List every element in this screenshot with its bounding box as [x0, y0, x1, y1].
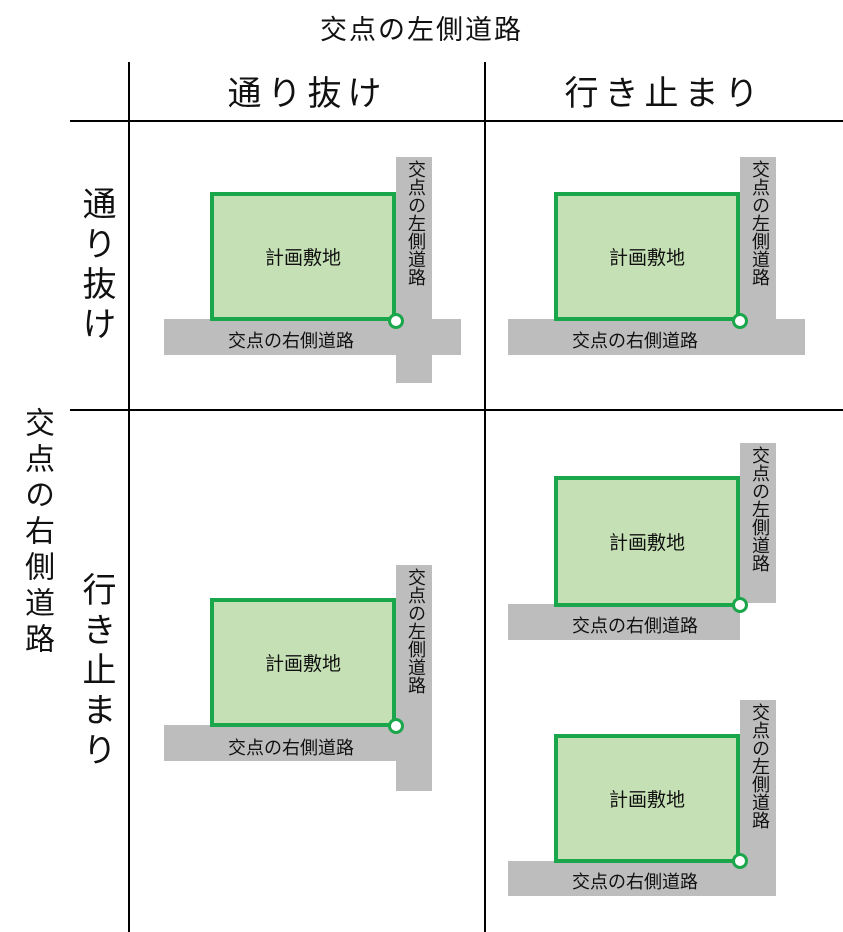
right-road: [508, 604, 740, 640]
intersection-node: [388, 718, 404, 734]
site-label: 計画敷地: [608, 532, 685, 554]
right-road: [508, 319, 805, 355]
site-label: 計画敷地: [264, 653, 341, 675]
right-road-label: 交点の右側道路: [228, 331, 354, 352]
left-road: [740, 443, 776, 603]
intersection-node: [388, 313, 404, 329]
intersection-node: [732, 853, 748, 869]
grid-line-horizontal-top: [70, 120, 843, 122]
column-header-dead-end: 行き止まり: [564, 74, 765, 114]
intersection-node: [732, 597, 748, 613]
planned-site: 計画敷地: [554, 476, 740, 607]
grid-line-horizontal-middle: [70, 409, 843, 411]
left-road-label: 交点の左側道路: [749, 703, 770, 829]
left-road-label: 交点の左側道路: [749, 446, 770, 572]
right-road: [164, 319, 461, 355]
right-road: [164, 725, 432, 761]
intersection-node: [732, 313, 748, 329]
planned-site: 計画敷地: [210, 598, 396, 727]
planned-site: 計画敷地: [554, 734, 740, 863]
right-road-label: 交点の右側道路: [572, 331, 698, 352]
left-road-label: 交点の左側道路: [405, 160, 426, 286]
left-road-label: 交点の左側道路: [405, 568, 426, 694]
site-label: 計画敷地: [608, 789, 685, 811]
right-road: [508, 861, 776, 896]
right-road-label: 交点の右側道路: [572, 616, 698, 637]
planned-site: 計画敷地: [210, 192, 396, 321]
right-road-label: 交点の右側道路: [572, 872, 698, 893]
site-label: 計画敷地: [608, 247, 685, 269]
row-header-through: 通り抜け: [76, 186, 116, 346]
right-road-label: 交点の右側道路: [228, 738, 354, 759]
column-header-through: 通り抜け: [227, 74, 388, 114]
row-header-dead-end: 行き止まり: [76, 572, 116, 772]
grid-line-vertical-left: [128, 62, 130, 932]
left-road-label: 交点の左側道路: [749, 160, 770, 286]
side-header: 交点の右側道路: [19, 407, 54, 659]
top-header: 交点の左側道路: [320, 15, 523, 46]
planned-site: 計画敷地: [554, 192, 740, 321]
site-label: 計画敷地: [264, 247, 341, 269]
grid-line-vertical-right: [484, 62, 486, 932]
